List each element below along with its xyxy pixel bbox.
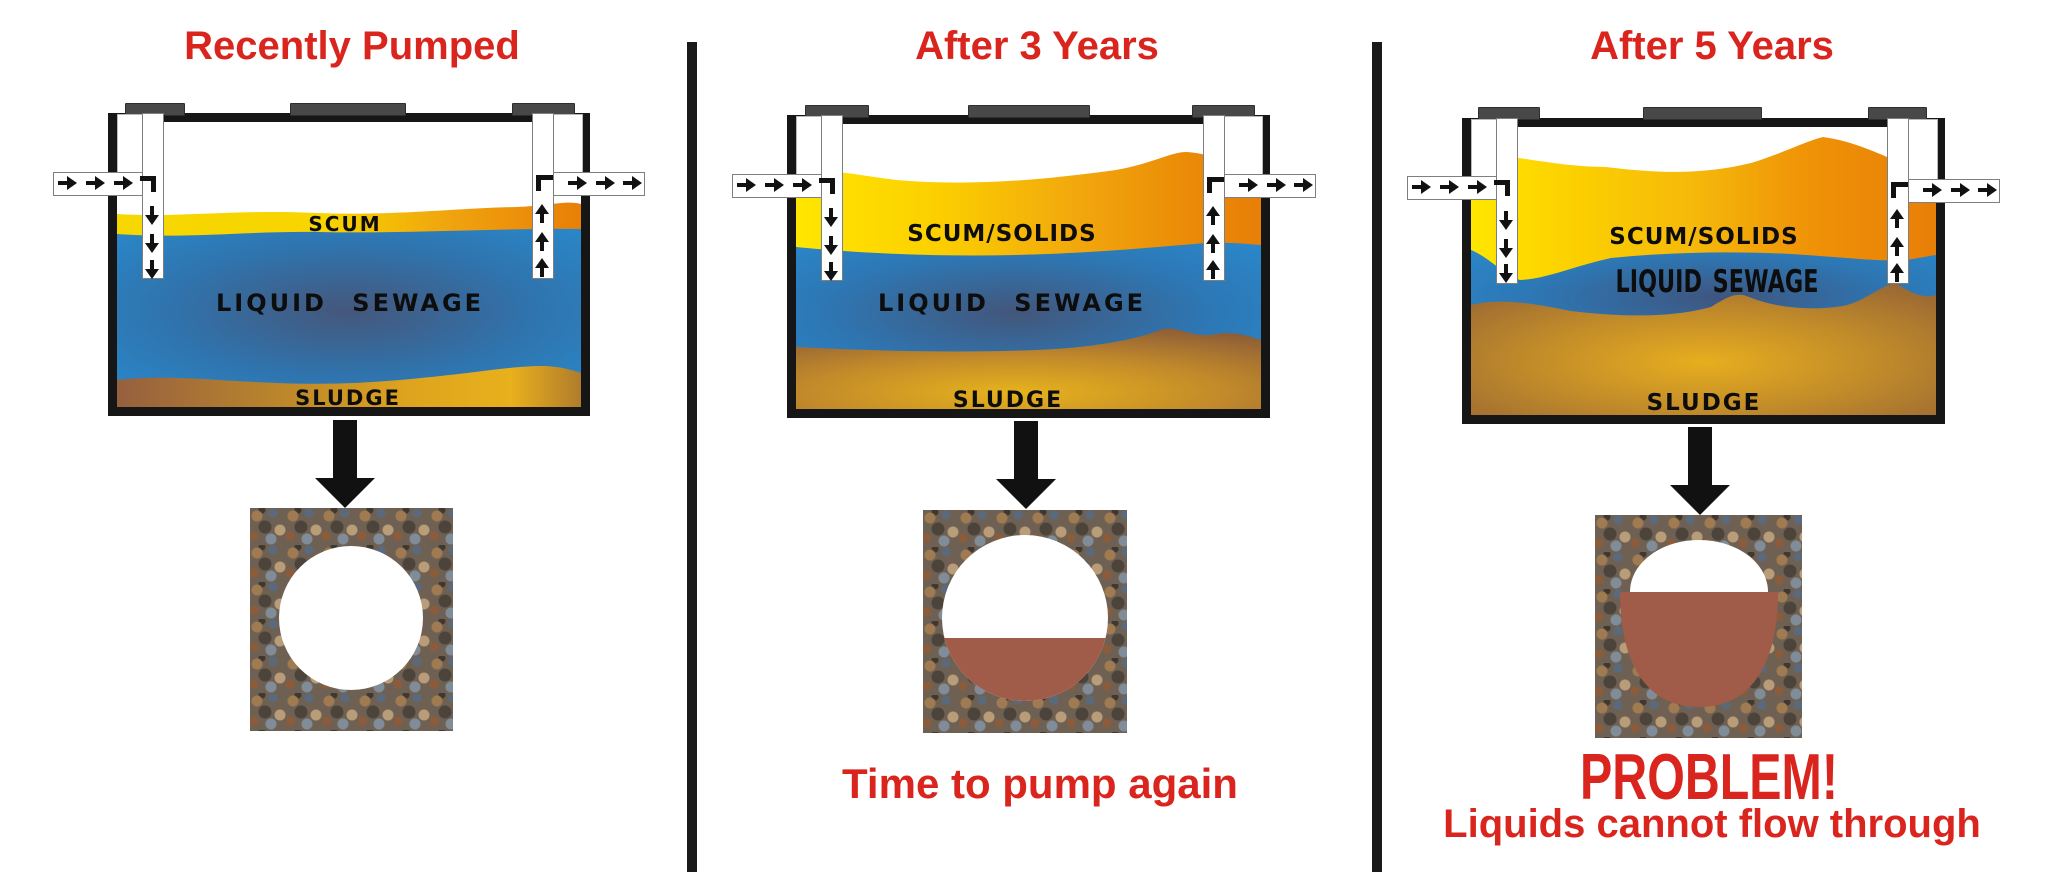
flow-arrow-right-icon (737, 178, 756, 192)
panel3-tank (1462, 118, 1945, 424)
pipe-elbow-icon (1891, 182, 1911, 202)
panel3-tank-layers (1471, 137, 1936, 415)
flow-arrow-right-icon (1468, 180, 1487, 194)
flow-arrow-up-icon (1890, 209, 1904, 228)
panel1-outlet-pipe-vertical (532, 113, 554, 279)
panel2-tank (787, 115, 1270, 418)
panel3-down-arrow-icon (1670, 427, 1730, 515)
flow-arrow-down-icon (145, 260, 159, 279)
flow-arrow-up-icon (1890, 237, 1904, 256)
panel1-inlet-pipe-vertical (142, 113, 164, 279)
panel3-caption: PROBLEM! (1580, 741, 1838, 814)
panel1-tank (108, 113, 590, 416)
panel1-lid-center (290, 103, 406, 116)
flow-arrow-right-icon (596, 176, 615, 190)
flow-arrow-down-icon (824, 236, 838, 255)
panel2-liquid-label: LIQUID SEWAGE (877, 289, 1147, 317)
flow-arrow-right-icon (58, 176, 77, 190)
panel2-sludge-label: SLUDGE (952, 388, 1064, 413)
flow-arrow-down-icon (1499, 239, 1513, 258)
panel3-title: After 5 Years (1590, 24, 1834, 68)
panel1-scum-label: SCUM (308, 212, 382, 236)
panel3-outlet-sleeve (1907, 119, 1938, 181)
panel1-inlet-sleeve (117, 114, 144, 174)
flow-arrow-right-icon (1267, 178, 1286, 192)
flow-arrow-up-icon (535, 232, 549, 251)
panel1-title: Recently Pumped (184, 24, 520, 68)
panel1-drainfield (250, 508, 453, 731)
flow-arrow-right-icon (1294, 178, 1313, 192)
panel-divider-2 (1372, 42, 1382, 872)
panel2-inlet-sleeve (796, 116, 823, 176)
flow-arrow-right-icon (623, 176, 642, 190)
flow-arrow-down-icon (145, 234, 159, 253)
flow-arrow-up-icon (535, 258, 549, 277)
panel3-inlet-pipe-vertical (1496, 118, 1518, 284)
panel3-drainfield (1595, 515, 1802, 738)
panel1-sludge-label: SLUDGE (295, 386, 401, 410)
panel2-title: After 3 Years (915, 24, 1159, 68)
panel1-tank-layers (117, 202, 581, 407)
flow-arrow-down-icon (824, 208, 838, 227)
panel3-scum-label: SCUM/SOLIDS (1609, 224, 1799, 250)
panel2-outlet-sleeve (1223, 116, 1263, 176)
panel1-liquid-label: LIQUID SEWAGE (215, 289, 485, 317)
flow-arrow-up-icon (535, 204, 549, 223)
panel1-drain-pipe (279, 546, 423, 690)
flow-arrow-down-icon (1499, 264, 1513, 283)
flow-arrow-right-icon (1440, 180, 1459, 194)
flow-arrow-right-icon (114, 176, 133, 190)
flow-arrow-right-icon (1239, 178, 1258, 192)
flow-arrow-up-icon (1890, 263, 1904, 282)
panel2-caption: Time to pump again (842, 760, 1238, 807)
panel2-scum-label: SCUM/SOLIDS (907, 221, 1097, 247)
panel3-drain-pipe (1620, 540, 1778, 707)
flow-arrow-down-icon (145, 206, 159, 225)
flow-arrow-right-icon (1978, 183, 1997, 197)
pipe-elbow-icon (140, 176, 160, 196)
panel1-down-arrow-icon (315, 420, 375, 508)
panel2-inlet-pipe-vertical (821, 115, 843, 281)
pipe-elbow-icon (536, 175, 556, 195)
panel3-inlet-sleeve (1471, 119, 1498, 179)
pipe-elbow-icon (1207, 177, 1227, 197)
flow-arrow-up-icon (1206, 260, 1220, 279)
flow-arrow-right-icon (1951, 183, 1970, 197)
panel2-tank-layers (796, 152, 1261, 409)
flow-arrow-right-icon (1923, 183, 1942, 197)
panel3-caption2: Liquids cannot flow through (1443, 802, 1981, 846)
panel2-drainfield (923, 510, 1127, 733)
panel3-lid-center (1643, 107, 1762, 120)
panel2-down-arrow-icon (996, 421, 1056, 509)
pipe-elbow-icon (1494, 180, 1514, 200)
panel2-outlet-pipe-vertical (1203, 115, 1225, 281)
pipe-elbow-icon (819, 178, 839, 198)
flow-arrow-right-icon (568, 176, 587, 190)
flow-arrow-right-icon (765, 178, 784, 192)
flow-arrow-down-icon (1499, 211, 1513, 230)
panel3-liquid-label: LIQUID SEWAGE (1615, 264, 1819, 300)
flow-arrow-right-icon (1412, 180, 1431, 194)
panel3-sludge-label: SLUDGE (1646, 390, 1762, 416)
flow-arrow-right-icon (86, 176, 105, 190)
panel1-outlet-sleeve (552, 114, 583, 174)
panel-divider-1 (687, 42, 697, 872)
flow-arrow-up-icon (1206, 206, 1220, 225)
panel2-lid-center (968, 105, 1090, 118)
flow-arrow-down-icon (824, 262, 838, 281)
flow-arrow-right-icon (793, 178, 812, 192)
flow-arrow-up-icon (1206, 234, 1220, 253)
panel2-drain-pipe (942, 535, 1108, 701)
